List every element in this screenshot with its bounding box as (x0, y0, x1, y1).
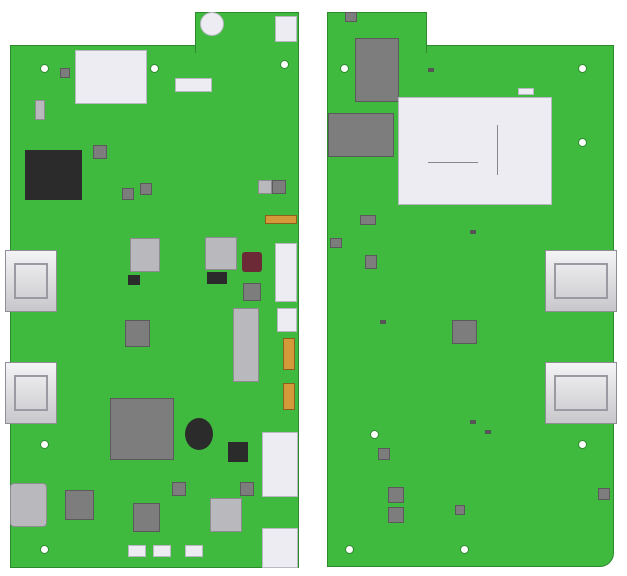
smd-part (470, 420, 476, 424)
usb-c-port (10, 483, 47, 527)
chip (328, 113, 394, 157)
corner-connector (262, 528, 298, 568)
module-shield (398, 97, 552, 205)
mounting-hole (345, 545, 354, 554)
orange-connector (283, 338, 295, 370)
shield-mark (428, 162, 478, 163)
usb-port (545, 250, 617, 312)
small-connector (153, 545, 171, 557)
mounting-hole (150, 64, 159, 73)
chip (228, 442, 248, 462)
vertical-connector (275, 243, 297, 302)
usb-port (5, 362, 57, 424)
inductor (205, 237, 237, 270)
coin-battery (185, 418, 213, 450)
mounting-hole (40, 64, 49, 73)
mounting-hole (578, 138, 587, 147)
inductor (130, 238, 160, 272)
side-connector (262, 432, 298, 497)
small-chip (258, 180, 272, 194)
mounting-hole (280, 60, 289, 69)
module-shield (75, 50, 147, 104)
small-chip (330, 238, 342, 248)
small-chip (93, 145, 107, 159)
small-connector (128, 545, 146, 557)
small-label (518, 88, 534, 95)
inductor (210, 498, 242, 532)
small-chip (598, 488, 610, 500)
chip (128, 275, 140, 285)
mounting-hole (340, 64, 349, 73)
small-chip (388, 507, 404, 523)
fpc-connector (175, 78, 212, 92)
chip (125, 320, 150, 347)
small-chip (60, 68, 70, 78)
smd-part (380, 320, 386, 324)
bga-chip (25, 150, 82, 200)
mounting-hole (370, 430, 379, 439)
small-connector (277, 308, 297, 332)
small-chip (455, 505, 465, 515)
fpc-connector (233, 308, 259, 382)
usb-port (5, 250, 57, 312)
mounting-hole (40, 545, 49, 554)
small-connector (35, 100, 45, 120)
small-chip (243, 283, 261, 301)
small-chip (272, 180, 286, 194)
mounting-hole (40, 440, 49, 449)
small-chip (388, 487, 404, 503)
chip (355, 38, 399, 102)
small-chip (240, 482, 254, 496)
qfp-chip (110, 398, 174, 460)
smd-part (485, 430, 491, 434)
small-connector (185, 545, 203, 557)
orange-connector (283, 383, 295, 410)
small-chip (140, 183, 152, 195)
chip (133, 503, 160, 532)
mounting-hole (578, 64, 587, 73)
smd-part (428, 68, 434, 72)
small-chip (122, 188, 134, 200)
smd-part (470, 230, 476, 234)
chip (452, 320, 477, 344)
left-board-main (10, 45, 299, 568)
shield-mark (497, 125, 498, 175)
small-chip (378, 448, 390, 460)
small-chip (360, 215, 376, 225)
top-component (200, 12, 224, 36)
maroon-component (242, 252, 262, 272)
chip (207, 272, 227, 284)
small-chip (345, 12, 357, 22)
small-chip (365, 255, 377, 269)
top-connector (275, 16, 297, 42)
orange-connector (265, 215, 297, 224)
usb-port (545, 362, 617, 424)
mounting-hole (578, 440, 587, 449)
small-chip (172, 482, 186, 496)
mounting-hole (460, 545, 469, 554)
chip (65, 490, 94, 520)
